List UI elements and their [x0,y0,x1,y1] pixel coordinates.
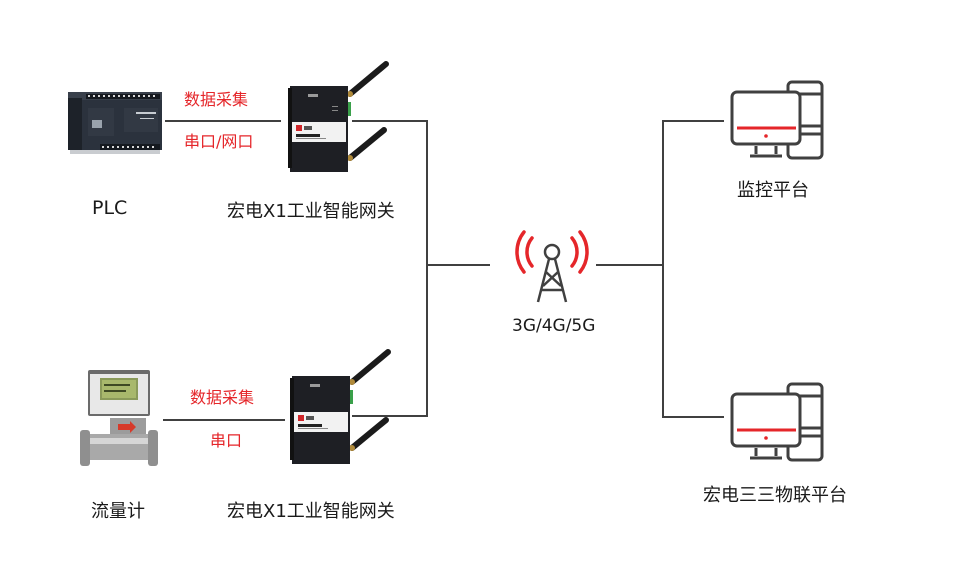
link-plc-gateway [165,120,281,122]
computer-icon [730,80,824,160]
network-label: 3G/4G/5G [512,316,596,336]
cell-tower-icon [515,230,589,303]
platform-monitor-label: 监控平台 [737,180,809,201]
link-bottom-label-below: 串口 [210,431,243,450]
gateway-top-label: 宏电X1工业智能网关 [227,201,395,222]
link-bus-monitor [662,120,724,122]
gateway-icon [288,61,389,172]
flowmeter-icon [80,370,158,466]
computer-icon [730,382,824,462]
link-gateway-bottom-bus [352,415,428,417]
gateway-bottom-label: 宏电X1工业智能网关 [227,501,395,522]
link-bottom-label-above: 数据采集 [190,388,255,407]
link-bus-iot-platform [662,416,724,418]
platform-iot-label: 宏电三三物联平台 [703,485,847,506]
flowmeter-label: 流量计 [91,501,145,522]
plc-label: PLC [92,197,128,219]
link-bus-tower [426,264,490,266]
gateway-icon [290,349,391,464]
link-flowmeter-gateway [163,419,285,421]
link-tower-bus [596,264,664,266]
plc-icon [68,92,162,154]
link-top-label-above: 数据采集 [184,90,249,109]
link-gateway-top-bus [352,120,428,122]
right-bus-vertical [662,120,664,418]
link-top-label-below: 串口/网口 [184,132,254,151]
left-bus-vertical [426,120,428,417]
